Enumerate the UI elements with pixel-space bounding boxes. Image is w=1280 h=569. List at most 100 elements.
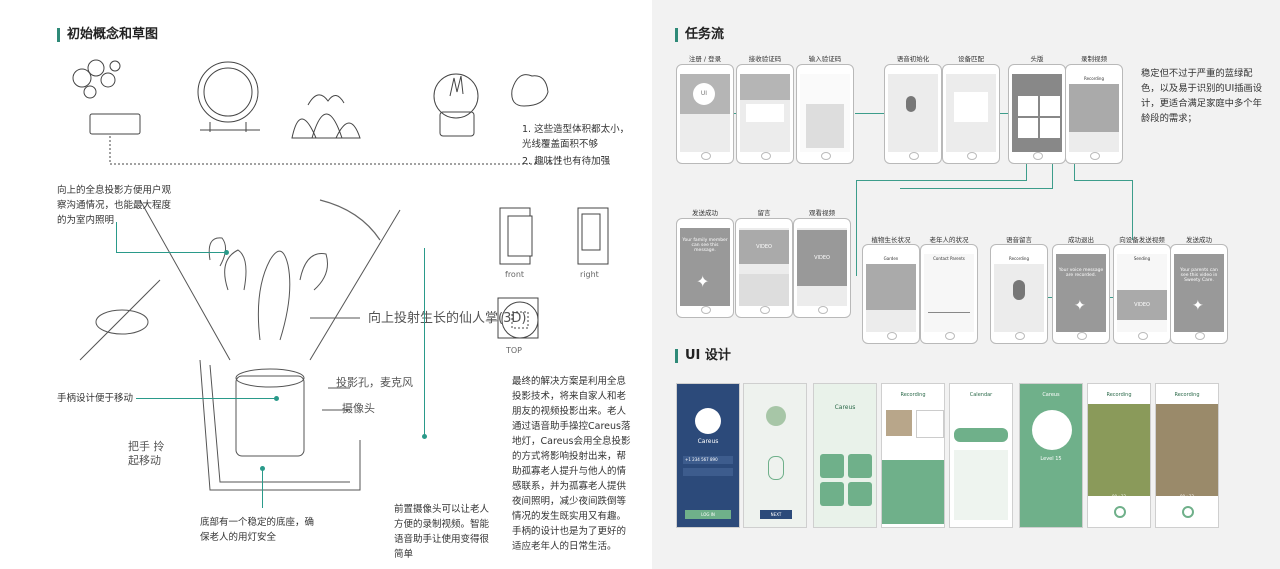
add-photo-button[interactable]: [916, 410, 944, 438]
app-logo: UI: [693, 83, 715, 105]
flow-label: 语音留言: [1006, 236, 1032, 244]
record-button[interactable]: [1114, 506, 1126, 518]
flow-screen-record: Recording: [1065, 64, 1123, 164]
contact-list: [882, 460, 944, 524]
flow-screen-login: UI: [676, 64, 734, 164]
ui-screen-calendar: Calendar: [949, 383, 1013, 528]
home-button: [1090, 152, 1100, 160]
flow-connector: [1074, 164, 1075, 181]
home-button: [967, 152, 977, 160]
flow-label: 设备匹配: [958, 55, 984, 63]
concept-sketches: [72, 59, 561, 165]
code-dialog: [746, 104, 784, 122]
record-button[interactable]: [1182, 506, 1194, 518]
flow-screen-elder-status: Contact Parents: [920, 244, 978, 344]
flow-screen-watch-video: VIDEO: [793, 218, 851, 318]
cactus-illustration: [866, 264, 916, 310]
screen-message: Your parents can see this video in Sweet…: [1180, 268, 1218, 283]
calendar-tile[interactable]: [820, 482, 844, 506]
flow-label: 头版: [1030, 55, 1044, 63]
flow-screen-exit: Your voice message are recorded. ✦: [1052, 244, 1110, 344]
password-field[interactable]: [683, 468, 733, 476]
flow-label: 发送成功: [692, 209, 718, 217]
sketch-cactus-label: 向上投射生长的仙人掌(3D): [368, 311, 527, 326]
flow-screen-voice-message: Recording: [990, 244, 1048, 344]
camera-tile[interactable]: [820, 454, 844, 478]
ui-section-title: UI 设计: [675, 349, 731, 363]
video-preview: [1088, 404, 1150, 496]
video-preview: [1156, 404, 1218, 496]
app-logo: [695, 408, 721, 434]
flow-label: 老年人的状况: [929, 236, 969, 244]
lamp-sketch: [79, 199, 401, 491]
next-button[interactable]: NEXT: [760, 510, 792, 519]
flow-connector: [1000, 113, 1008, 114]
leader-dot: [224, 250, 229, 255]
sketch-handle-label: 把手 拎起移动: [128, 440, 165, 467]
mic-icon: [1013, 280, 1025, 300]
leader-line: [116, 252, 226, 253]
app-title: Careus: [697, 438, 719, 445]
sketch-projector-label: 投影孔，麦克风: [336, 376, 413, 389]
screen-message: Your voice message are recorded.: [1058, 268, 1104, 278]
keyboard: [739, 274, 789, 306]
concept-note-1: 1. 这些造型体积都太小，光线覆盖面积不够: [522, 124, 630, 150]
screen-title: Recording: [900, 392, 926, 398]
home-button: [818, 306, 828, 314]
screen-title: Garden: [866, 254, 916, 264]
home-button: [1077, 332, 1087, 340]
view-top-label: TOP: [506, 346, 523, 355]
flow-screen-sent-2: Your parents can see this video in Sweet…: [1170, 244, 1228, 344]
flow-connector: [856, 180, 857, 276]
flow-label: 留言: [757, 209, 771, 217]
home-button: [821, 152, 831, 160]
flow-screen-home: [1008, 64, 1066, 164]
ui-screen-voice-init: NEXT: [743, 383, 807, 528]
phone-field[interactable]: +1 234 567 890: [683, 456, 733, 464]
flow-connector: [900, 188, 1052, 189]
ui-screen-home: Careus: [813, 383, 877, 528]
leader-line: [136, 398, 276, 399]
sparkle-icon: ✦: [696, 272, 710, 291]
sparkle-icon: ✦: [1192, 298, 1204, 314]
ui-screen-video-1: Recording 00 : 32: [1087, 383, 1151, 528]
flow-screen-plant-status: Garden: [862, 244, 920, 344]
settings-tile[interactable]: [848, 482, 872, 506]
screen-title: Calendar: [969, 392, 993, 398]
plant-level: Level 15: [1040, 456, 1062, 462]
sparkle-icon: ✦: [1074, 298, 1086, 314]
flow-screen-device-match: [942, 64, 1000, 164]
video-placeholder: VIDEO: [739, 230, 789, 264]
flow-connector: [1026, 164, 1027, 181]
flow-screen-enter-code: [796, 64, 854, 164]
screen-title: Recording: [1174, 392, 1200, 398]
sketch-camera-label: 摄像头: [342, 402, 375, 415]
home-button: [909, 152, 919, 160]
photo-thumbnail: [886, 410, 912, 436]
tile: [1018, 118, 1038, 138]
camera-view: [1069, 84, 1119, 132]
annotation-handle: 手柄设计便于移动: [57, 393, 134, 404]
home-button: [1033, 152, 1043, 160]
leader-line: [262, 470, 263, 508]
video-tile[interactable]: [848, 454, 872, 478]
date-strip[interactable]: [954, 428, 1008, 442]
flow-screen-sent: Your family member can see this message.…: [676, 218, 734, 318]
login-button[interactable]: LOG IN: [685, 510, 731, 519]
home-button: [1195, 332, 1205, 340]
screen-title: Sending: [1133, 256, 1151, 261]
tile: [1018, 96, 1038, 116]
ui-screen-plant: Careus Level 15: [1019, 383, 1083, 528]
keypad: [806, 104, 844, 148]
record-timer: 00 : 32: [1179, 494, 1195, 499]
flow-connector: [734, 113, 736, 114]
flow-label: 录制视频: [1081, 55, 1107, 63]
screen-title: Careus: [1042, 392, 1060, 398]
home-button: [760, 306, 770, 314]
mic-icon: [906, 96, 916, 112]
view-right-label: right: [580, 270, 599, 279]
event-list: [954, 450, 1008, 520]
flow-connector: [855, 113, 884, 114]
annotation-camera: 前置摄像头可以让老人方便的录制视频。智能语音助手让使用变得很简单: [394, 504, 490, 560]
